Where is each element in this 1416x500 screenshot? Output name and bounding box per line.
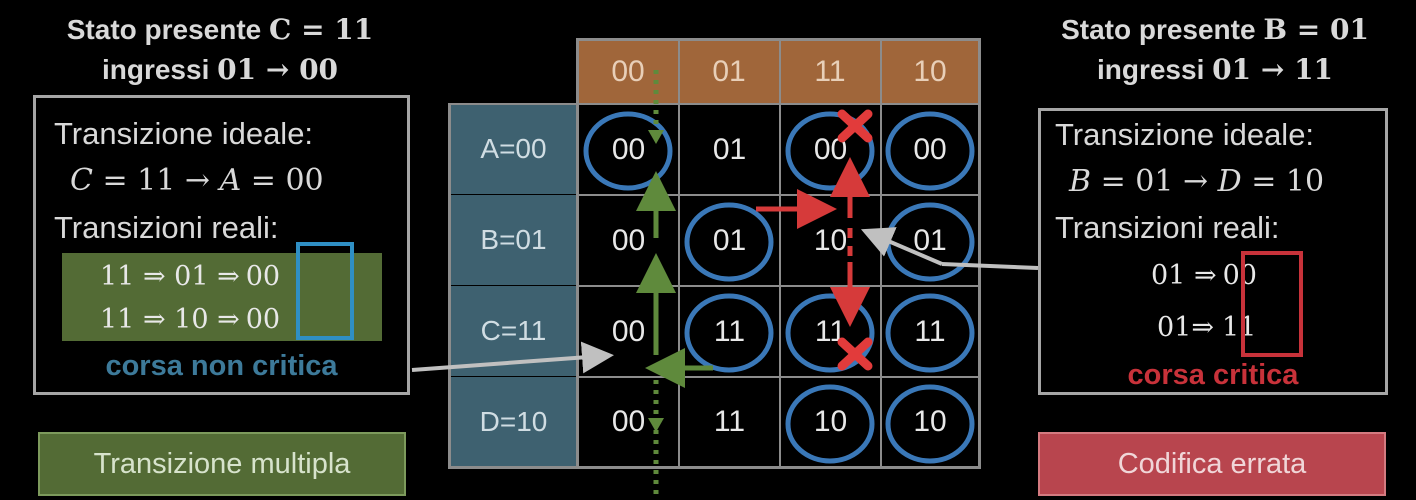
cell-c-01: 11 (713, 314, 746, 348)
left-ideal-label: Transizione ideale: (54, 116, 314, 151)
grid-line (779, 38, 781, 469)
left-path-1: 11 ⇒ 01 ⇒00 (100, 261, 281, 292)
right-ideal-math: B = 01 → D = 10 (1069, 164, 1325, 199)
grid-line (577, 285, 980, 287)
left-bottom-label: Transizione multipla (38, 432, 406, 496)
stable-circle (785, 384, 875, 464)
left-ideal-math: C = 11 → A = 00 (70, 163, 324, 198)
right-path-2: 01⇒11 (1157, 312, 1257, 343)
cell-c-10: 11 (914, 314, 946, 348)
red-cross-icon (837, 337, 873, 371)
grid-line (577, 376, 980, 378)
left-heading: Stato presente C = 11 ingressi 01 → 00 (66, 13, 374, 86)
green-transition-arrows (636, 171, 713, 388)
left-transition-box: Transizione ideale: C = 11 → A = 00 Tran… (33, 95, 410, 395)
stable-circle (885, 293, 975, 373)
left-path-2: 11 ⇒ 10 ⇒00 (100, 304, 281, 335)
cell-a-00: 00 (611, 132, 646, 166)
stable-circle (885, 384, 975, 464)
right-real-label: Transizioni reali: (1055, 210, 1280, 245)
grid-line (576, 38, 579, 469)
column-header-01: 01 (679, 40, 779, 103)
cell-a-01: 01 (712, 132, 747, 166)
row-header-a: A=00 (450, 104, 577, 194)
cell-d-11: 10 (813, 405, 848, 438)
row-header-d: D=10 (450, 377, 577, 467)
right-transition-box: Transizione ideale: B = 01 → D = 10 Tran… (1038, 108, 1388, 395)
stable-circle (885, 111, 975, 191)
grid-line (577, 38, 980, 41)
grid-line (448, 466, 980, 469)
stable-circle (583, 111, 673, 191)
grid-line (577, 194, 980, 196)
cell-b-00: 00 (611, 223, 646, 257)
left-green-box (62, 253, 382, 341)
right-final-highlight (1241, 251, 1303, 357)
cell-c-00: 00 (611, 314, 646, 348)
red-cross-icon (837, 109, 873, 143)
column-header-00: 00 (578, 40, 678, 103)
left-final-highlight (296, 242, 354, 340)
stable-circle (684, 202, 774, 282)
cell-d-01: 11 (713, 405, 746, 438)
column-header-11: 11 (780, 40, 880, 103)
right-bottom-label: Codifica errata (1038, 432, 1386, 496)
row-header-b: B=01 (450, 195, 577, 285)
green-arrowhead-down-icon (648, 130, 664, 144)
right-ideal-label: Transizione ideale: (1055, 117, 1315, 152)
cell-b-11: 10 (813, 223, 848, 257)
left-race-label: corsa non critica (105, 350, 338, 382)
grid-line (978, 38, 981, 469)
cell-d-00: 00 (611, 405, 646, 438)
right-race-label: corsa critica (1127, 359, 1299, 391)
column-header-10: 10 (881, 40, 979, 103)
right-path-1: 01 ⇒00 (1151, 260, 1257, 291)
red-transition-arrows (756, 157, 870, 327)
left-real-label: Transizioni reali: (54, 210, 279, 245)
cell-a-10: 00 (913, 132, 947, 166)
stable-circle (684, 293, 774, 373)
grid-line (448, 103, 980, 105)
cell-b-10: 01 (913, 223, 947, 257)
grid-line (448, 103, 451, 469)
connector-lines (411, 227, 1039, 374)
green-arrowhead-down-icon (648, 418, 664, 432)
stable-state-circles (583, 111, 975, 464)
right-heading: Stato presente B = 01 ingressi 01 → 11 (1061, 13, 1369, 86)
stable-circle (885, 202, 975, 282)
cell-d-10: 10 (913, 405, 947, 438)
grid-line (678, 38, 680, 469)
cell-b-01: 01 (712, 223, 747, 257)
